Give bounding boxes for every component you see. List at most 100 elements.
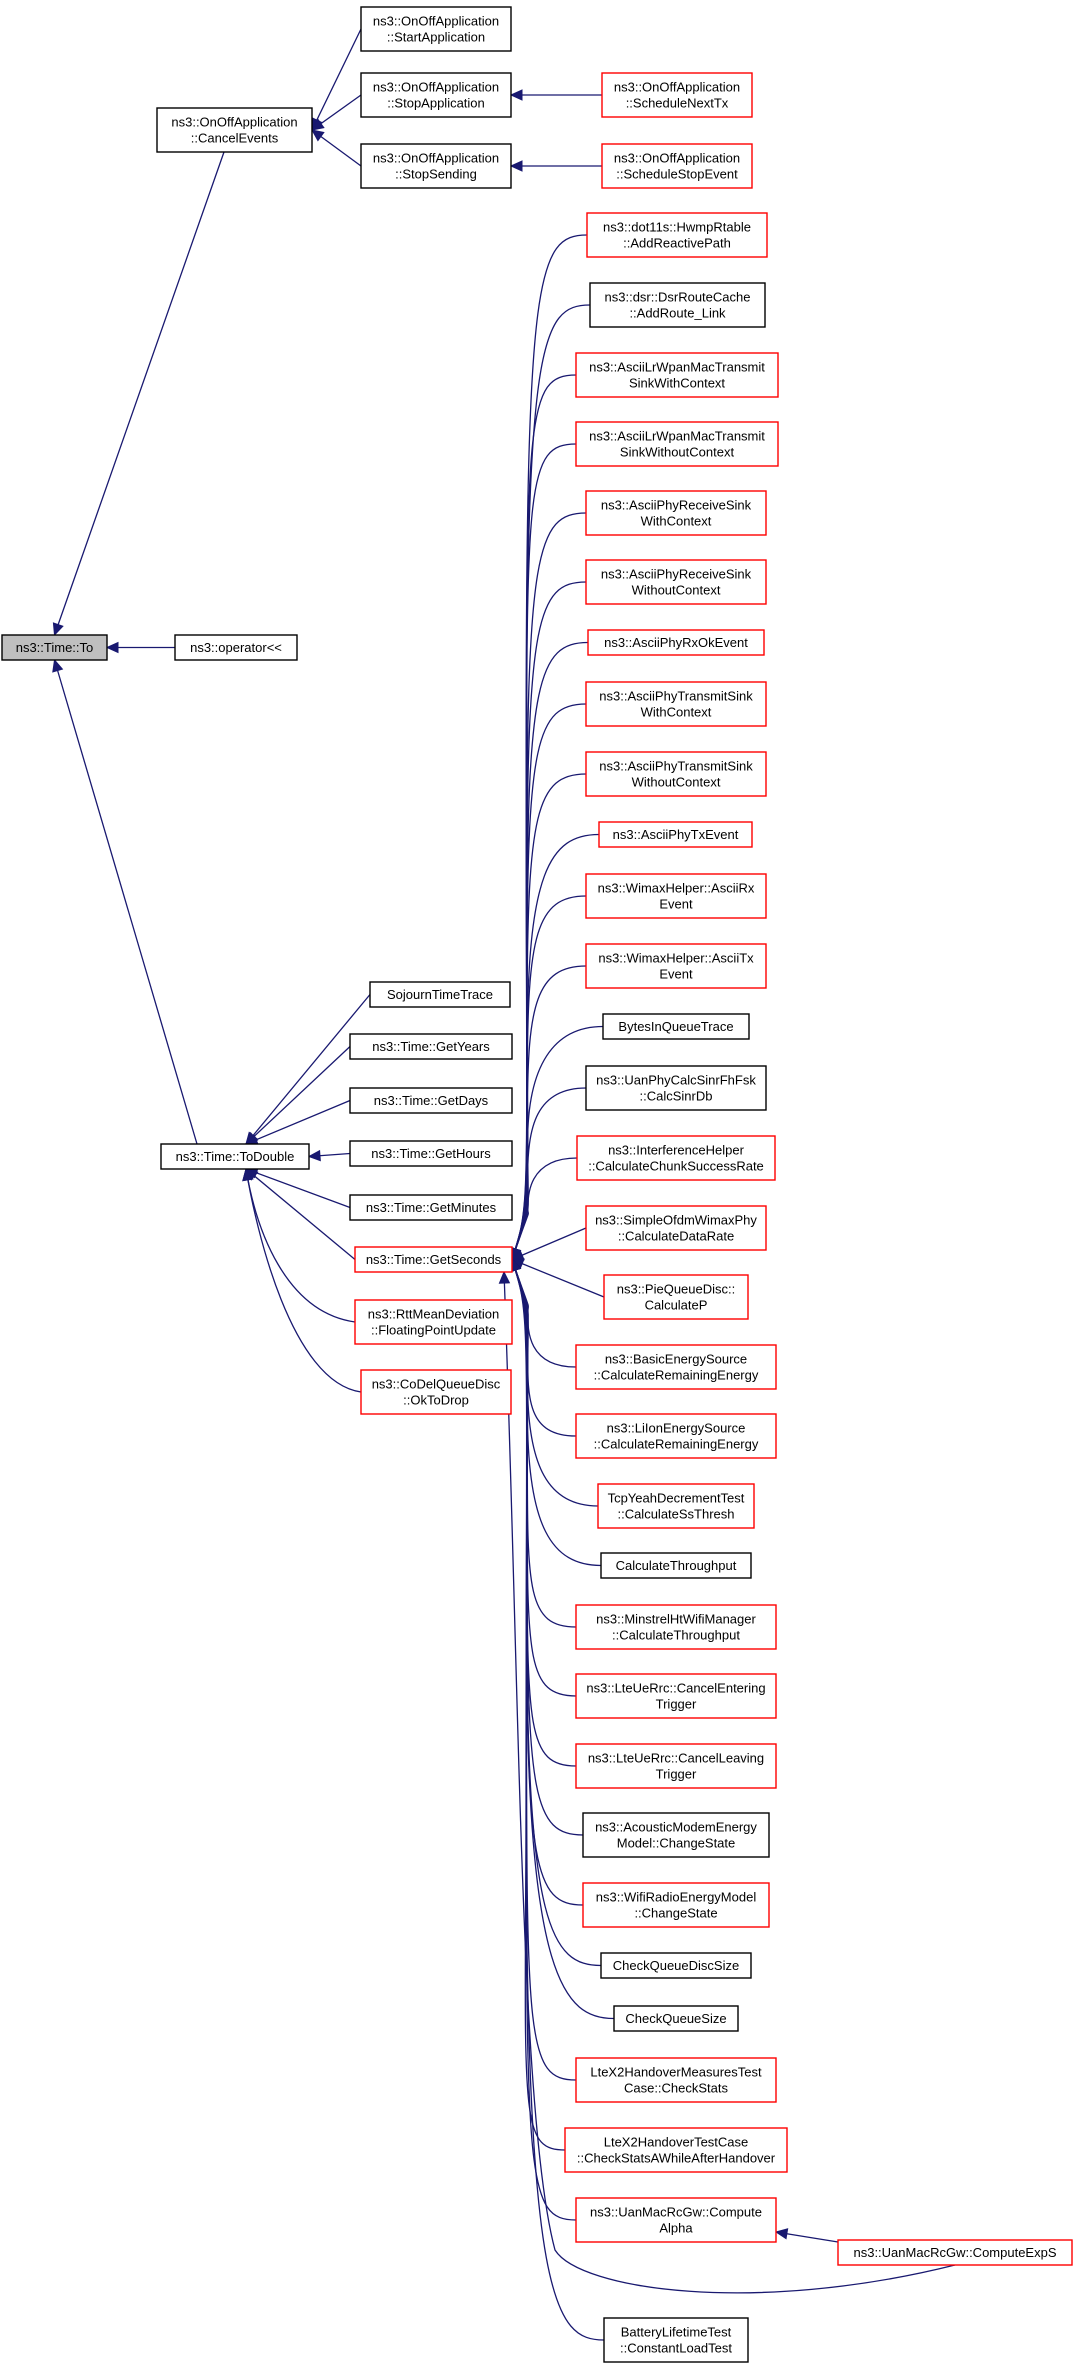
node-schedstop[interactable]: ns3::OnOffApplication::ScheduleStopEvent xyxy=(601,143,753,189)
node-label: ns3::RttMeanDeviation xyxy=(368,1307,500,1322)
node-box xyxy=(575,2197,777,2243)
edge-arrowhead xyxy=(52,658,64,673)
node-t16[interactable]: ns3::SimpleOfdmWimaxPhy::CalculateDataRa… xyxy=(585,1205,767,1251)
node-label: ns3::AcousticModemEnergy xyxy=(595,1820,757,1835)
node-label: ::CheckStatsAWhileAfterHandover xyxy=(577,2151,776,2166)
node-box xyxy=(575,1344,777,1390)
node-t3[interactable]: ns3::AsciiLrWpanMacTransmitSinkWithConte… xyxy=(575,352,779,398)
node-label: ::ScheduleStopEvent xyxy=(616,167,738,182)
node-rtt[interactable]: ns3::RttMeanDeviation::FloatingPointUpda… xyxy=(354,1299,513,1345)
node-cancel[interactable]: ns3::OnOffApplication::CancelEvents xyxy=(156,107,313,153)
node-todouble[interactable]: ns3::Time::ToDouble xyxy=(160,1143,310,1170)
node-t19[interactable]: ns3::LiIonEnergySource::CalculateRemaini… xyxy=(575,1413,777,1459)
node-box xyxy=(585,1205,767,1251)
node-t14[interactable]: ns3::UanPhyCalcSinrFhFsk::CalcSinrDb xyxy=(585,1065,767,1111)
node-box xyxy=(600,1552,752,1579)
node-t13[interactable]: BytesInQueueTrace xyxy=(602,1013,750,1040)
node-label: ns3::UanPhyCalcSinrFhFsk xyxy=(596,1073,756,1088)
node-t29[interactable]: LteX2HandoverMeasuresTestCase::CheckStat… xyxy=(575,2057,777,2103)
node-t27[interactable]: CheckQueueDiscSize xyxy=(600,1952,752,1979)
node-t15[interactable]: ns3::InterferenceHelper::CalculateChunkS… xyxy=(576,1135,776,1181)
node-t30[interactable]: LteX2HandoverTestCase::CheckStatsAWhileA… xyxy=(564,2127,788,2173)
node-stopapp[interactable]: ns3::OnOffApplication::StopApplication xyxy=(360,72,512,118)
edge-t22-seconds xyxy=(511,1259,577,1628)
node-box xyxy=(585,681,767,727)
node-t26[interactable]: ns3::WifiRadioEnergyModel::ChangeState xyxy=(582,1882,770,1928)
edge-t26-seconds xyxy=(511,1259,584,1906)
node-codel[interactable]: ns3::CoDelQueueDisc::OkToDrop xyxy=(360,1369,512,1415)
node-stopsend[interactable]: ns3::OnOffApplication::StopSending xyxy=(360,143,512,189)
node-schednext[interactable]: ns3::OnOffApplication::ScheduleNextTx xyxy=(601,72,753,118)
node-box xyxy=(564,2127,788,2173)
node-to[interactable]: ns3::Time::To xyxy=(1,634,108,661)
node-label: ns3::BasicEnergySource xyxy=(605,1352,747,1367)
edge-arrowhead xyxy=(307,1149,321,1162)
node-label: ns3::Time::GetYears xyxy=(372,1039,490,1054)
node-t22[interactable]: ns3::MinstrelHtWifiManager::CalculateThr… xyxy=(575,1604,777,1650)
node-label: ::StartApplication xyxy=(387,30,485,45)
node-label: ns3::AsciiPhyTxEvent xyxy=(613,827,739,842)
node-sojourn[interactable]: SojournTimeTrace xyxy=(369,981,511,1008)
node-label: ns3::CoDelQueueDisc xyxy=(372,1377,501,1392)
node-label: ns3::SimpleOfdmWimaxPhy xyxy=(595,1213,757,1228)
node-box xyxy=(369,981,511,1008)
node-label: ::ConstantLoadTest xyxy=(620,2341,732,2356)
node-box xyxy=(1,634,108,661)
node-box xyxy=(585,943,767,989)
node-box xyxy=(354,1299,513,1345)
edge-arrowhead xyxy=(509,89,523,101)
node-label: Event xyxy=(659,967,693,982)
node-box xyxy=(575,2057,777,2103)
node-hours[interactable]: ns3::Time::GetHours xyxy=(349,1140,513,1167)
node-label: Case::CheckStats xyxy=(624,2081,729,2096)
node-label: CalculateP xyxy=(645,1298,708,1313)
node-t33[interactable]: BatteryLifetimeTest::ConstantLoadTest xyxy=(603,2317,749,2363)
node-t4[interactable]: ns3::AsciiLrWpanMacTransmitSinkWithoutCo… xyxy=(575,421,779,467)
node-label: ::StopApplication xyxy=(387,96,485,111)
node-t18[interactable]: ns3::BasicEnergySource::CalculateRemaini… xyxy=(575,1344,777,1390)
node-t21[interactable]: CalculateThroughput xyxy=(600,1552,752,1579)
node-t1[interactable]: ns3::dot11s::HwmpRtable::AddReactivePath xyxy=(586,212,768,258)
node-t32[interactable]: ns3::UanMacRcGw::ComputeExpS xyxy=(837,2239,1073,2266)
edge-days-todouble xyxy=(245,1099,351,1145)
node-days[interactable]: ns3::Time::GetDays xyxy=(349,1087,513,1114)
node-t7[interactable]: ns3::AsciiPhyRxOkEvent xyxy=(587,629,765,656)
edge-t4-seconds xyxy=(511,443,577,1260)
node-label: ns3::OnOffApplication xyxy=(614,80,740,95)
node-minutes[interactable]: ns3::Time::GetMinutes xyxy=(349,1194,513,1221)
node-label: CheckQueueDiscSize xyxy=(613,1958,739,1973)
node-t17[interactable]: ns3::PieQueueDisc::CalculateP xyxy=(603,1274,749,1320)
node-label: ns3::Time::GetMinutes xyxy=(366,1200,497,1215)
node-label: ns3::AsciiPhyReceiveSink xyxy=(601,567,752,582)
node-label: WithContext xyxy=(641,705,712,720)
node-box xyxy=(575,1673,777,1719)
node-t2[interactable]: ns3::dsr::DsrRouteCache::AddRoute_Link xyxy=(589,282,766,328)
node-t28[interactable]: CheckQueueSize xyxy=(613,2005,739,2032)
node-years[interactable]: ns3::Time::GetYears xyxy=(349,1033,513,1060)
node-box xyxy=(585,490,767,536)
node-label: SinkWithoutContext xyxy=(620,445,735,460)
node-layer: ns3::Time::To ns3::operator<< ns3::OnOffAp… xyxy=(1,6,1073,2363)
node-box xyxy=(597,1483,755,1529)
node-t20[interactable]: TcpYeahDecrementTest::CalculateSsThresh xyxy=(597,1483,755,1529)
edge-years-todouble xyxy=(245,1046,351,1145)
edge-t31-seconds xyxy=(511,1259,577,2221)
node-op[interactable]: ns3::operator<< xyxy=(174,634,298,661)
node-t25[interactable]: ns3::AcousticModemEnergyModel::ChangeSta… xyxy=(582,1812,770,1858)
edge-todouble-to xyxy=(53,659,198,1145)
edge-arrowhead xyxy=(242,1167,254,1182)
node-start[interactable]: ns3::OnOffApplication::StartApplication xyxy=(360,6,512,52)
node-t10[interactable]: ns3::AsciiPhyTxEvent xyxy=(598,821,753,848)
node-box xyxy=(587,629,765,656)
node-seconds[interactable]: ns3::Time::GetSeconds xyxy=(354,1246,513,1273)
node-box xyxy=(585,1065,767,1111)
